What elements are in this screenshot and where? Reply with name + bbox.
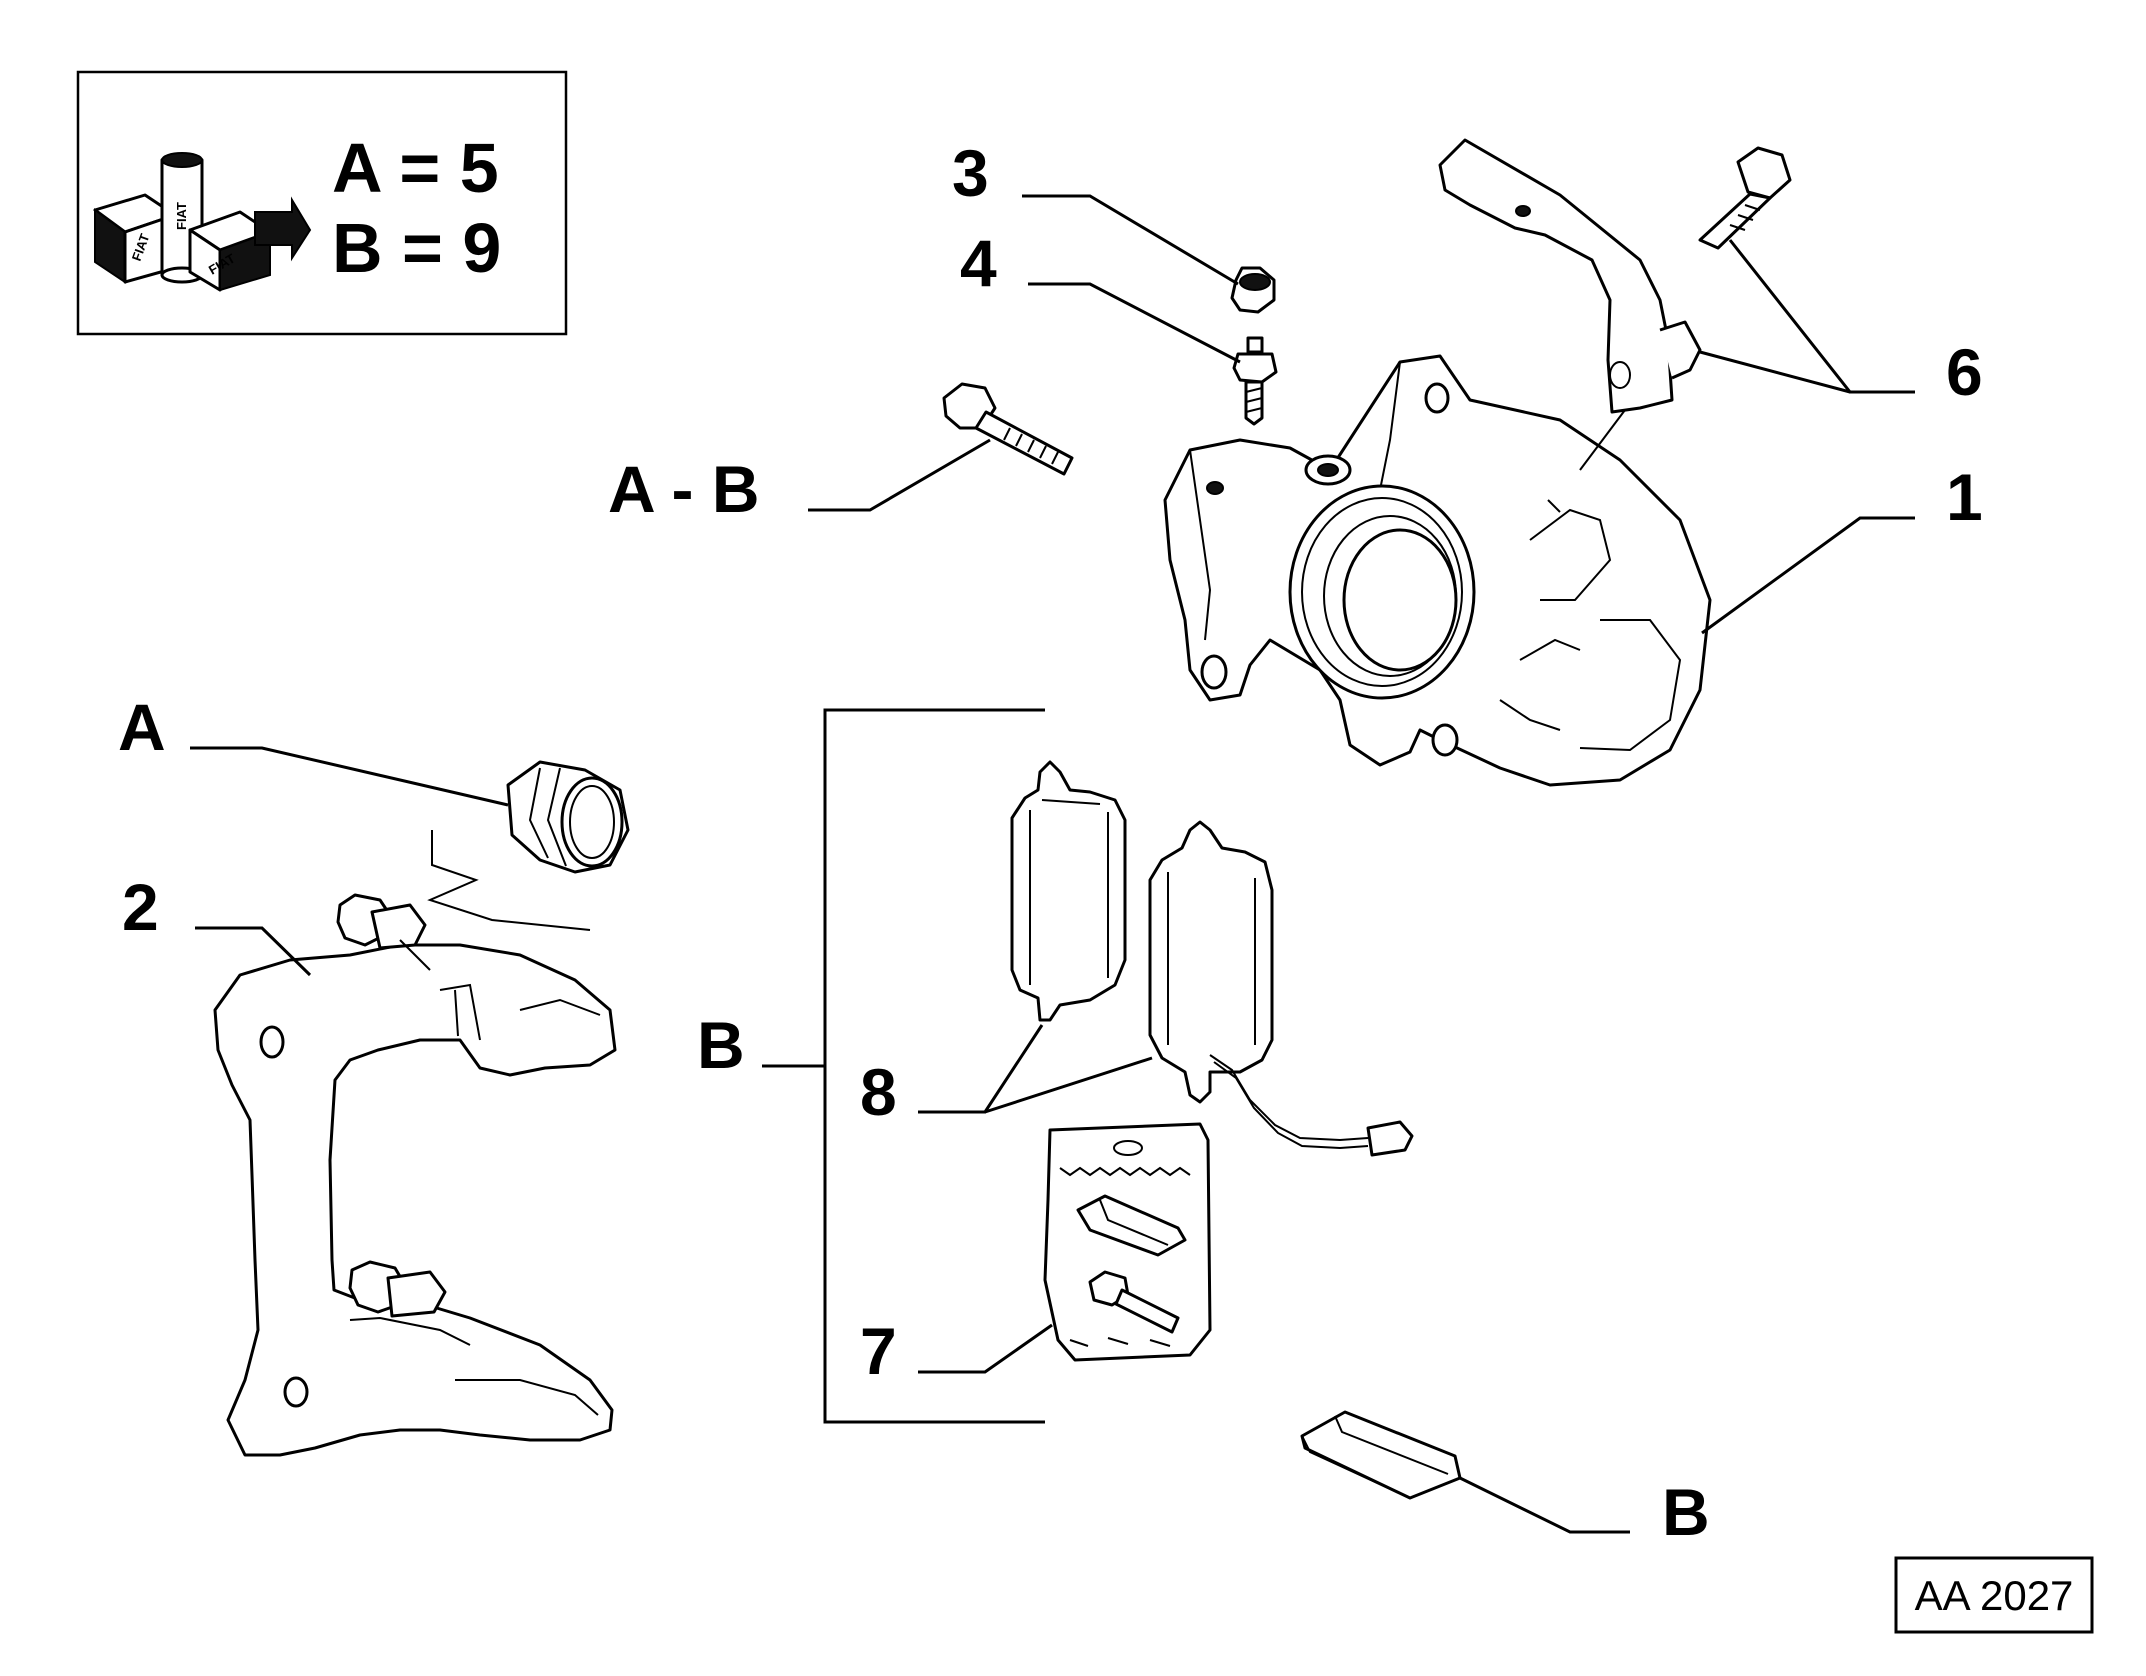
callout-6: 6 [1946,335,1983,409]
legend-box: FIAT FIAT FIAT A = 5 B = 9 [76,70,568,336]
part-3-cap [1230,266,1276,314]
part-1-caliper-body [1163,354,1712,787]
part-a-b-bolt [942,382,1074,476]
leader-lines [190,194,1915,1534]
callout-a: A [118,690,166,764]
callout-8: 8 [860,1055,897,1129]
callout-2: 2 [122,870,159,944]
callout-labels: 3 4 A - B 6 1 A 2 B 8 7 B [118,136,1983,1549]
callout-b-clip: B [1662,1475,1710,1549]
legend-line-a: A = 5 [332,129,499,207]
callout-7: 7 [860,1314,897,1388]
callout-b-bracket: B [697,1008,745,1082]
part-6-bracket-and-bolt [1438,138,1792,471]
drawing-code: AA 2027 [1915,1572,2074,1619]
logo-label-2: FIAT [174,202,189,230]
part-7-hardware-kit [1043,1122,1212,1362]
drawing-code-box: AA 2027 [1894,1556,2094,1634]
part-a-bushing [506,760,630,874]
callout-4: 4 [960,226,997,300]
callout-a-b: A - B [608,452,760,526]
fiat-parts-logo: FIAT FIAT FIAT [93,152,312,292]
legend-line-b: B = 9 [332,209,501,287]
part-2-caliper-carrier [213,893,617,1457]
part-b-retaining-clip [1300,1410,1462,1500]
callout-3: 3 [952,136,989,210]
part-8-brake-pads [1010,760,1414,1157]
part-4-bleed-screw [1232,336,1278,426]
callout-1: 1 [1946,460,1983,534]
